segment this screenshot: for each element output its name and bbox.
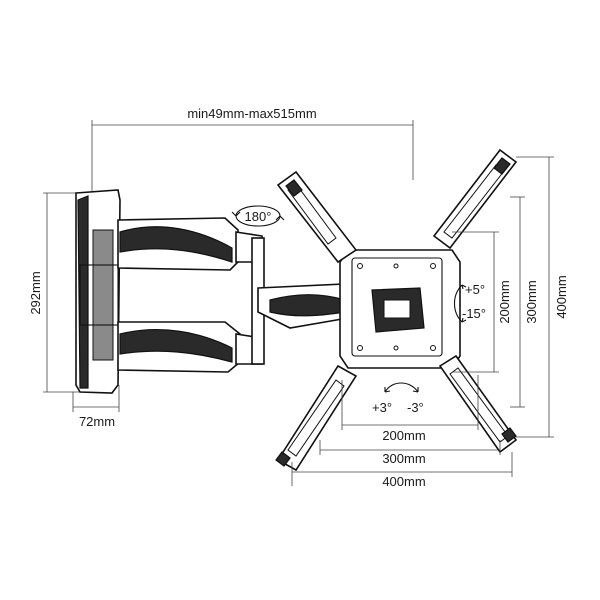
wall-plate [75, 189, 121, 394]
vesa-horizontal-400: 400mm [291, 452, 513, 489]
level-plus-label: +3° [372, 400, 392, 415]
connecting-arm [257, 283, 349, 329]
swivel-label: 180° [245, 209, 272, 224]
vesa-vertical-400: 400mm [516, 156, 569, 438]
vesa-horizontal-200: 200mm [341, 375, 479, 443]
vesa-v-300-label: 300mm [524, 280, 539, 323]
swivel-indicator: 180° [231, 205, 285, 227]
vesa-arm-top-left [276, 170, 358, 264]
tilt-indicator: +5° -15° [453, 282, 486, 323]
extension-label: min49mm-max515mm [187, 106, 316, 121]
vesa-v-400-label: 400mm [554, 275, 569, 318]
lower-arm [117, 321, 263, 373]
height-dimension: 292mm [28, 192, 90, 393]
vesa-arm-top-right [432, 148, 518, 250]
tilt-down-label: -15° [462, 306, 486, 321]
extension-dimension: min49mm-max515mm [91, 106, 414, 195]
vesa-horizontal-300: 300mm [319, 440, 501, 466]
vesa-plate [339, 249, 461, 369]
vesa-vertical-300: 300mm [510, 196, 539, 408]
depth-label: 72mm [79, 414, 115, 429]
level-indicator: +3° -3° [372, 382, 424, 415]
tilt-up-label: +5° [465, 282, 485, 297]
vesa-vertical-200: 200mm [452, 231, 512, 373]
vesa-arm-bottom-left [275, 364, 358, 472]
height-label: 292mm [28, 271, 43, 314]
depth-dimension: 72mm [72, 385, 120, 429]
vesa-h-200-label: 200mm [382, 428, 425, 443]
vesa-h-300-label: 300mm [382, 451, 425, 466]
level-minus-label: -3° [407, 400, 424, 415]
vesa-v-200-label: 200mm [497, 280, 512, 323]
vesa-h-400-label: 400mm [382, 474, 425, 489]
upper-arm [117, 217, 263, 271]
